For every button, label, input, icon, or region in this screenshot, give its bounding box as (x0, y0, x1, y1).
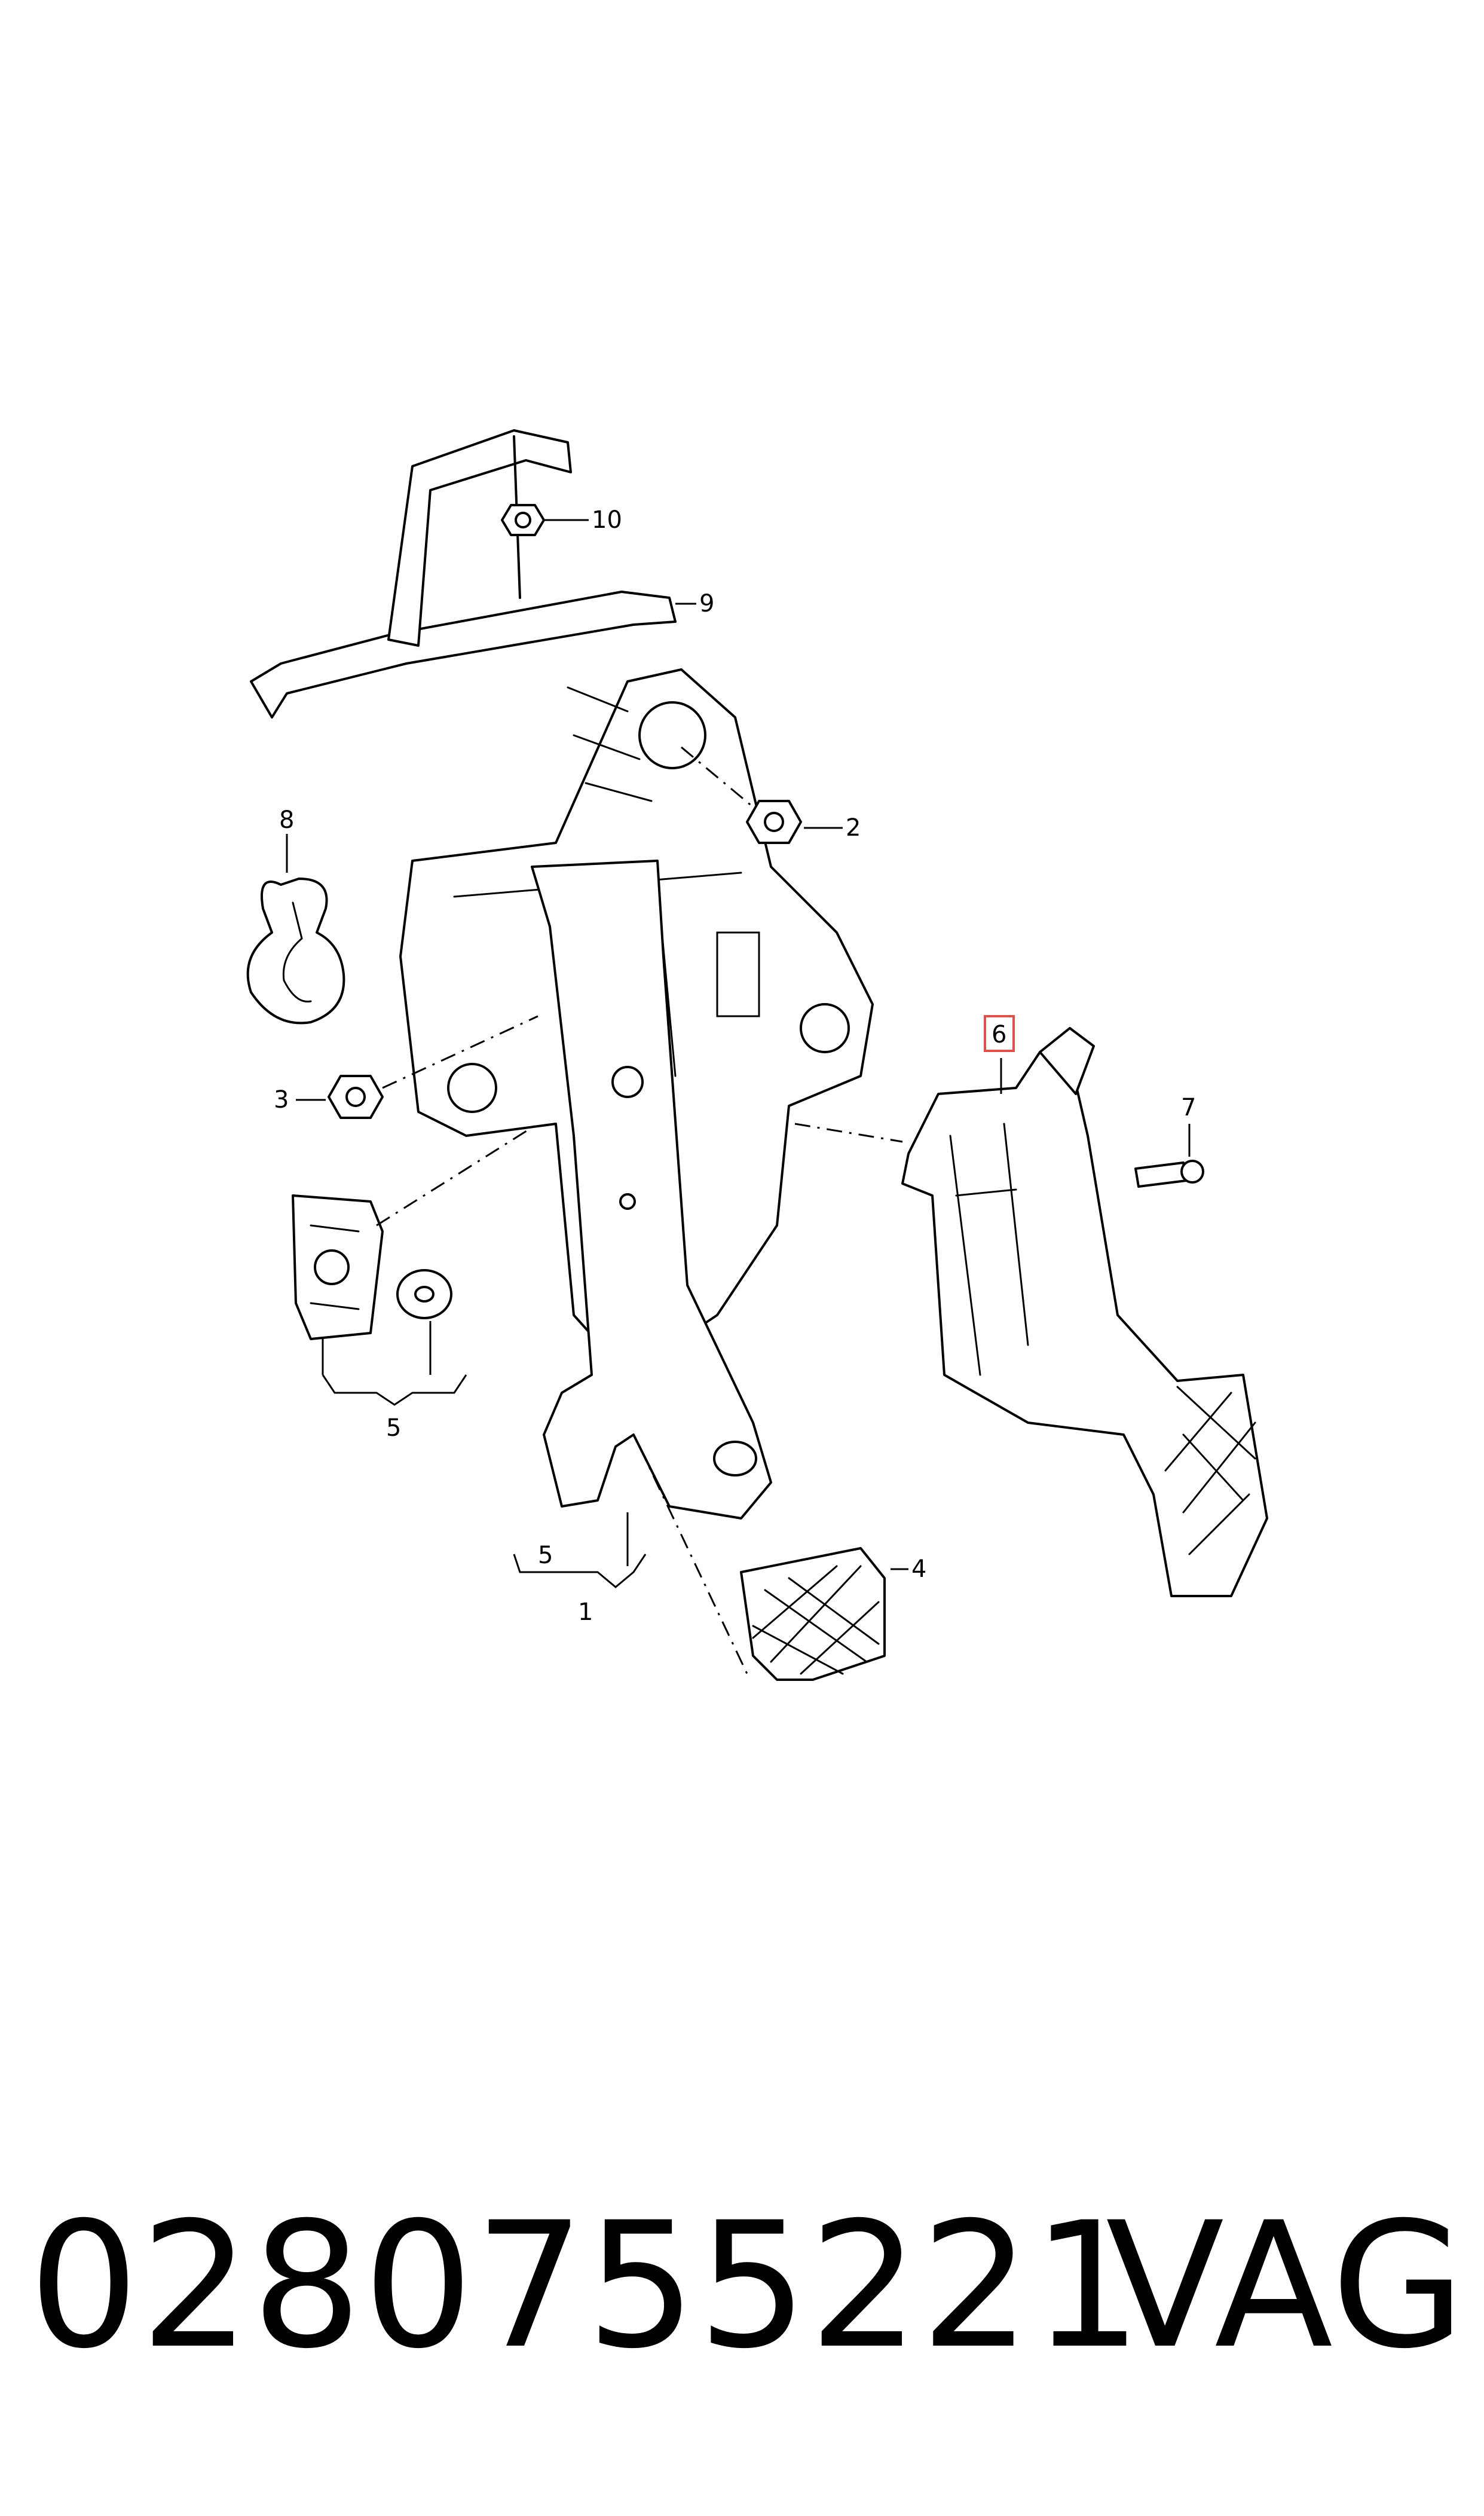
callout-7: 7 (1181, 1094, 1196, 1121)
callout-1: 1 (578, 1598, 593, 1626)
highlight-box (984, 1015, 1015, 1052)
callout-9: 9 (699, 590, 714, 617)
accelerator-pedal-part-6 (794, 1027, 1268, 1597)
nut-part-10 (501, 504, 545, 536)
brake-pedal-arm (531, 860, 772, 1520)
callout-4: 4 (911, 1555, 926, 1583)
rod-bracket-part (250, 429, 677, 719)
callout-3: 3 (274, 1086, 289, 1114)
pedal-pad-part-4 (638, 1446, 886, 1681)
callout-2: 2 (846, 814, 861, 842)
nut-part-3 (328, 1015, 538, 1119)
callout-5-center: 5 (538, 1542, 553, 1569)
leader-lines (286, 519, 1191, 1588)
bolt-part-7 (1134, 1160, 1204, 1188)
clip-part-5 (292, 1123, 538, 1340)
callout-8: 8 (279, 806, 294, 834)
callout-5-left: 5 (386, 1414, 401, 1442)
grommet-part-8 (246, 878, 345, 1025)
nut-part-2 (681, 746, 802, 844)
callout-6: 6 (992, 1021, 1006, 1048)
callout-10: 10 (592, 506, 622, 534)
brand-label: VAG (1106, 2185, 1467, 2387)
part-number-label: 0280755221 (29, 2185, 1144, 2387)
